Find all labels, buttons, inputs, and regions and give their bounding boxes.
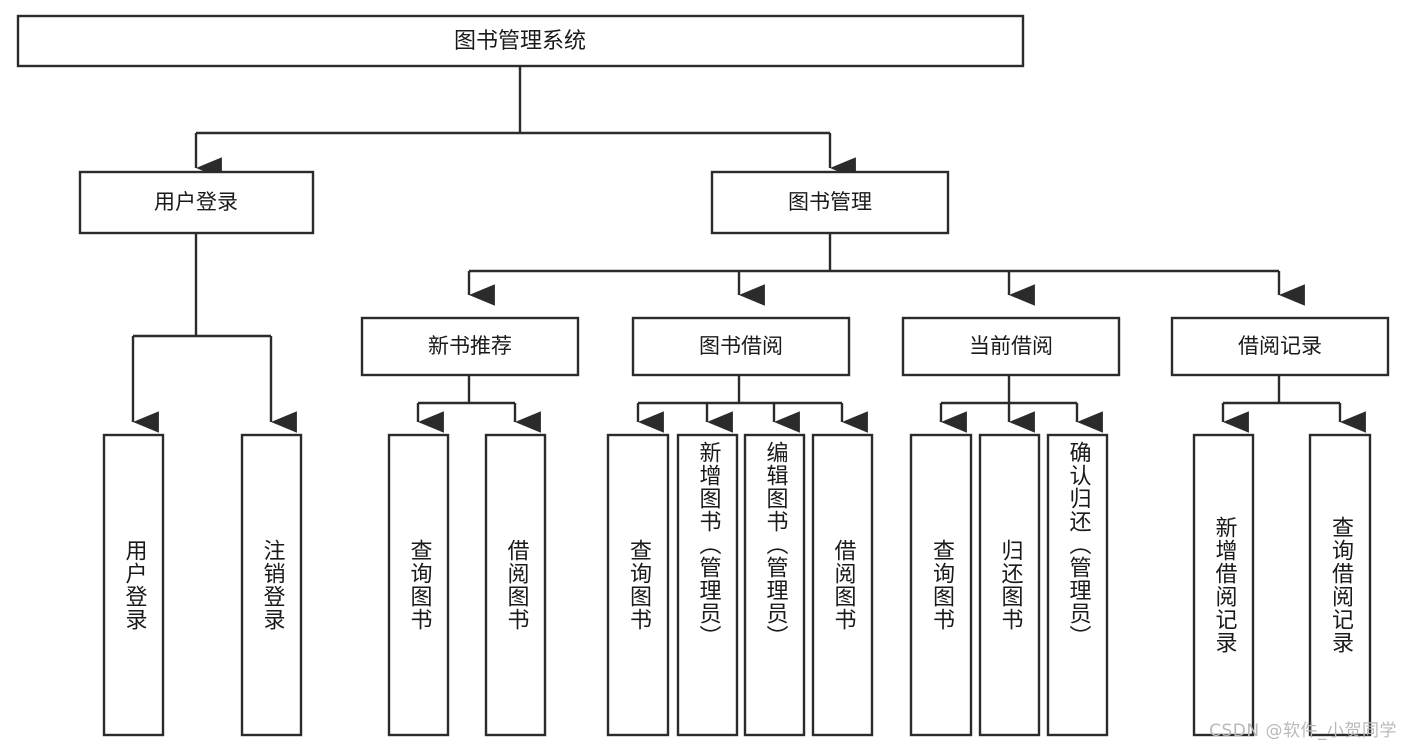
leaf-label-wrap-current-borrow-1: 查询图书 bbox=[911, 435, 971, 735]
node-root-label: 图书管理系统 bbox=[454, 29, 586, 54]
connector-group-new-book bbox=[416, 375, 541, 433]
leaf-box-current-borrow-2[interactable] bbox=[978, 433, 1041, 737]
leaf-box-new-book-2[interactable] bbox=[484, 433, 547, 737]
node-new-book-recommend-label: 新书推荐 bbox=[428, 334, 512, 358]
node-book-manage-box[interactable] bbox=[710, 170, 950, 235]
leaf-label-wrap-current-borrow-3: 确认归还（管理员） bbox=[1048, 441, 1107, 731]
node-current-borrow-box[interactable] bbox=[901, 316, 1121, 377]
leaf-box-book-borrow-1[interactable] bbox=[606, 433, 670, 737]
node-book-borrow-label: 图书借阅 bbox=[699, 334, 783, 358]
leaf-label-wrap-current-borrow-2: 归还图书 bbox=[980, 435, 1039, 735]
leaf-label-wrap-book-borrow-3: 编辑图书（管理员） bbox=[745, 441, 804, 731]
leaf-label-current-borrow-2: 归还图书 bbox=[997, 539, 1023, 631]
leaf-label-current-borrow-1: 查询图书 bbox=[928, 539, 954, 631]
node-user-login-box[interactable] bbox=[78, 170, 315, 235]
node-borrow-record-label: 借阅记录 bbox=[1238, 334, 1322, 358]
node-book-borrow[interactable]: 图书借阅 bbox=[631, 316, 851, 377]
node-book-borrow-box[interactable] bbox=[631, 316, 851, 377]
leaf-box-book-borrow-3[interactable] bbox=[743, 433, 806, 737]
node-user-login[interactable]: 用户登录 bbox=[78, 170, 315, 235]
node-borrow-record[interactable]: 借阅记录 bbox=[1170, 316, 1390, 377]
node-new-book-recommend[interactable]: 新书推荐 bbox=[360, 316, 580, 377]
leaf-label-user-login-1: 用户登录 bbox=[121, 539, 147, 631]
leaf-label-wrap-borrow-record-2: 查询借阅记录 bbox=[1310, 435, 1370, 735]
leaf-box-new-book-1[interactable] bbox=[387, 433, 450, 737]
connector-group-book-borrow bbox=[636, 375, 868, 433]
leaf-label-wrap-book-borrow-2: 新增图书（管理员） bbox=[678, 441, 737, 731]
leaf-box-current-borrow-1[interactable] bbox=[909, 433, 973, 737]
node-new-book-recommend-box[interactable] bbox=[360, 316, 580, 377]
node-user-login-label: 用户登录 bbox=[154, 190, 238, 214]
leaf-label-wrap-user-login-2: 注销登录 bbox=[242, 435, 301, 735]
leaf-box-user-login-1[interactable] bbox=[102, 433, 165, 737]
leaf-label-current-borrow-3: 确认归还（管理员） bbox=[1065, 441, 1091, 648]
node-book-manage[interactable]: 图书管理 bbox=[710, 170, 950, 235]
node-current-borrow-label: 当前借阅 bbox=[969, 334, 1053, 358]
connector-group-borrow-record bbox=[1221, 375, 1366, 433]
leaf-label-wrap-user-login-1: 用户登录 bbox=[104, 435, 163, 735]
leaf-label-wrap-new-book-1: 查询图书 bbox=[389, 435, 448, 735]
leaf-label-book-borrow-3: 编辑图书（管理员） bbox=[762, 441, 788, 648]
leaf-box-current-borrow-3[interactable] bbox=[1046, 433, 1109, 737]
leaf-box-book-borrow-4[interactable] bbox=[811, 433, 874, 737]
leaf-box-borrow-record-2[interactable] bbox=[1308, 433, 1372, 737]
node-root-box[interactable] bbox=[16, 14, 1025, 68]
leaf-label-borrow-record-1: 新增借阅记录 bbox=[1211, 516, 1237, 654]
leaf-box-book-borrow-2[interactable] bbox=[676, 433, 739, 737]
leaf-label-wrap-borrow-record-1: 新增借阅记录 bbox=[1194, 435, 1253, 735]
connector-group-user-login bbox=[131, 233, 297, 433]
leaf-label-wrap-book-borrow-4: 借阅图书 bbox=[813, 435, 872, 735]
leaf-label-wrap-new-book-2: 借阅图书 bbox=[486, 435, 545, 735]
leaf-label-book-borrow-4: 借阅图书 bbox=[830, 539, 856, 631]
leaf-label-wrap-book-borrow-1: 查询图书 bbox=[608, 435, 668, 735]
leaf-box-user-login-2[interactable] bbox=[240, 433, 303, 737]
leaf-box-borrow-record-1[interactable] bbox=[1192, 433, 1255, 737]
leaf-box-group bbox=[102, 433, 1372, 737]
node-current-borrow[interactable]: 当前借阅 bbox=[901, 316, 1121, 377]
leaf-label-new-book-2: 借阅图书 bbox=[503, 539, 529, 631]
node-book-manage-label: 图书管理 bbox=[788, 190, 872, 214]
leaf-label-user-login-2: 注销登录 bbox=[259, 539, 285, 631]
connector-group-root bbox=[194, 66, 856, 179]
connector-group-current-borrow bbox=[939, 375, 1103, 433]
leaf-label-borrow-record-2: 查询借阅记录 bbox=[1327, 516, 1353, 654]
node-root[interactable]: 图书管理系统 bbox=[16, 14, 1025, 68]
leaf-label-book-borrow-2: 新增图书（管理员） bbox=[695, 441, 721, 648]
leaf-label-new-book-1: 查询图书 bbox=[406, 539, 432, 631]
connector-group-book-manage bbox=[467, 233, 1305, 306]
node-borrow-record-box[interactable] bbox=[1170, 316, 1390, 377]
leaf-label-book-borrow-1: 查询图书 bbox=[625, 539, 651, 631]
csdn-watermark: CSDN @软件_小贺同学 bbox=[1209, 721, 1397, 741]
